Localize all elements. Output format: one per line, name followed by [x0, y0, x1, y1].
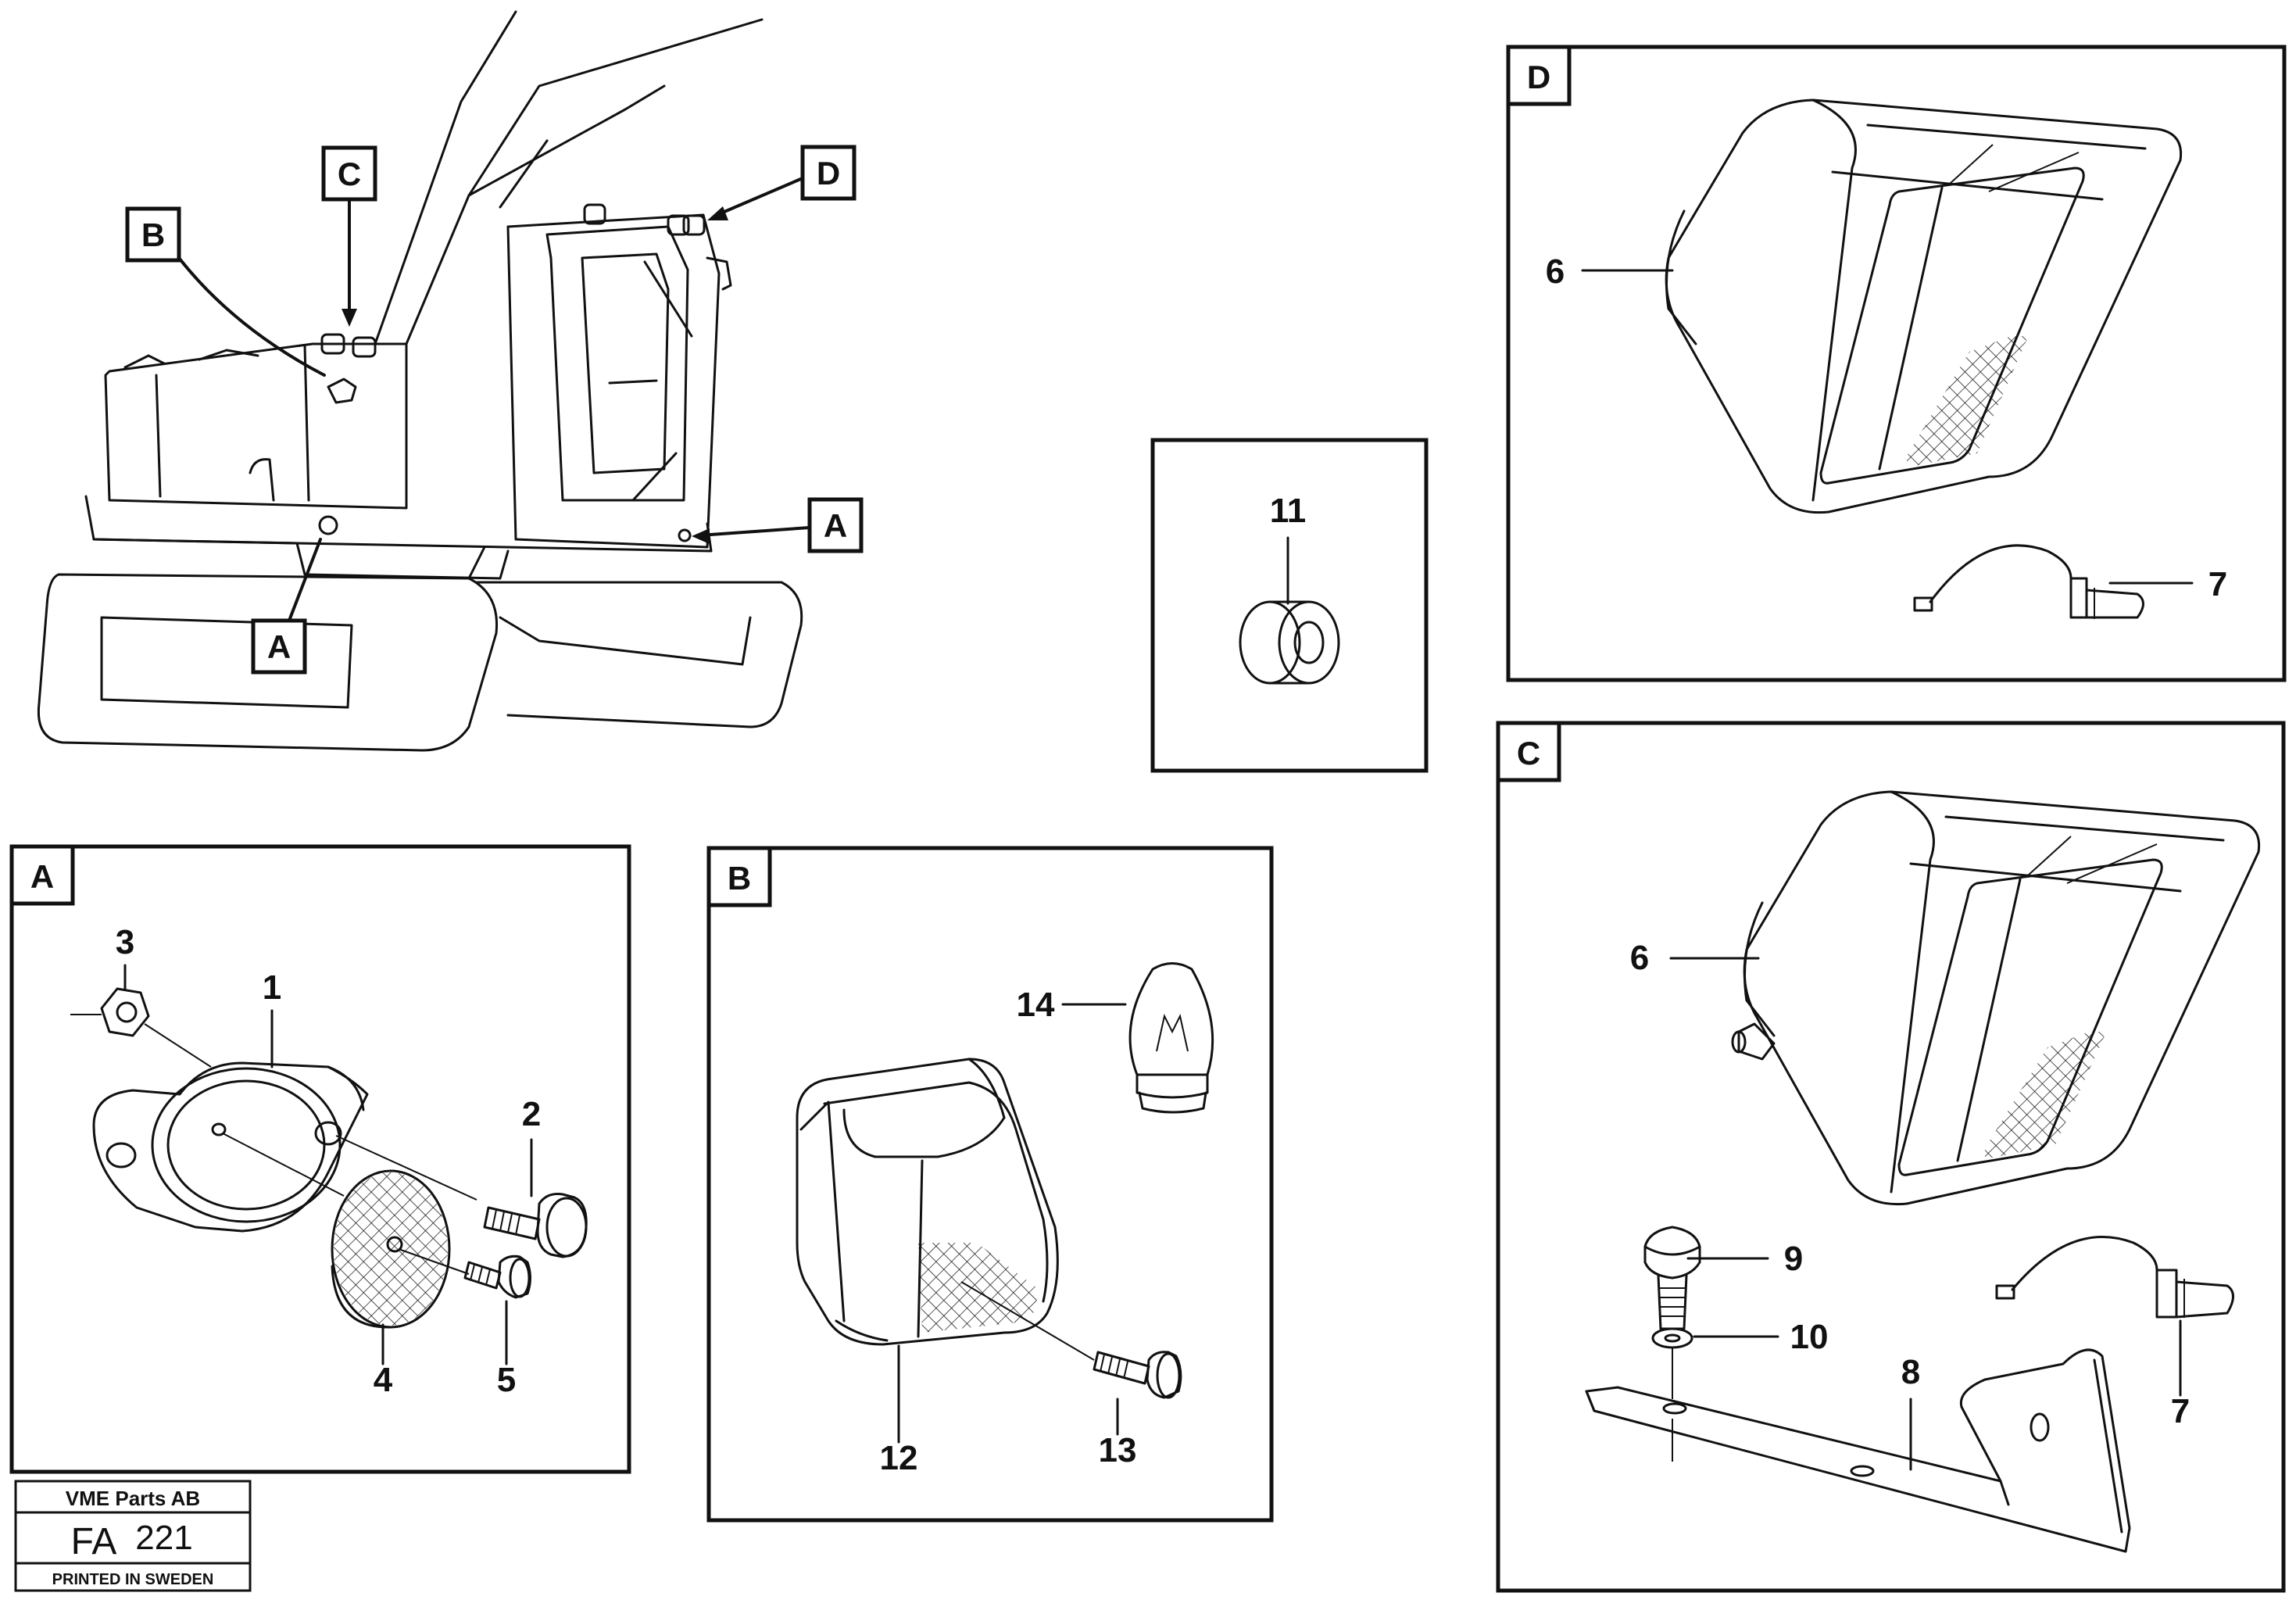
indicator-lamp-12	[796, 1058, 1059, 1346]
callout-1: 1	[263, 968, 281, 1007]
callout-6-d: 6	[1546, 252, 1565, 291]
panel-c-tag: C	[1517, 735, 1540, 771]
panel-b: B 14 12	[706, 846, 1274, 1523]
arrow-head-a-right	[692, 528, 710, 544]
overview-tag-b: B	[125, 206, 181, 263]
callout-7-d: 7	[2208, 565, 2227, 603]
vme-stamp: VME Parts AB FA 221 PRINTED IN SWEDEN	[14, 1480, 252, 1592]
overview-tag-c: C	[321, 145, 377, 202]
overview-tag-a-right-label: A	[824, 507, 847, 544]
callout-12: 12	[880, 1439, 918, 1477]
leader-b	[177, 256, 326, 377]
panel-a: A 3 1 4	[9, 844, 631, 1474]
leader-a-right	[698, 526, 811, 537]
axis-3-holder	[144, 1023, 212, 1068]
stamp-company: VME Parts AB	[66, 1487, 200, 1510]
callout-8: 8	[1901, 1353, 1920, 1391]
work-lamp-d	[1665, 98, 2183, 514]
axis-5	[398, 1248, 470, 1275]
overview-tag-a-bottom-label: A	[267, 628, 291, 665]
panel-a-tag: A	[30, 858, 54, 895]
panel-b-tag: B	[728, 860, 751, 897]
callout-10: 10	[1790, 1318, 1829, 1356]
overview-tag-d: D	[800, 145, 857, 201]
stamp-code-prefix: FA	[71, 1521, 117, 1562]
callout-7-c: 7	[2171, 1392, 2190, 1430]
screw-13	[1093, 1351, 1182, 1399]
bulb-14	[1128, 962, 1214, 1114]
bolt-9	[1643, 1226, 1701, 1330]
callout-4: 4	[374, 1361, 393, 1399]
stamp-code-number: 221	[135, 1519, 192, 1557]
excavator-overview	[37, 10, 803, 752]
callout-6-c: 6	[1630, 939, 1649, 977]
panel-11: 11	[1150, 438, 1429, 773]
panel-d-tag: D	[1527, 59, 1550, 95]
callout-9: 9	[1784, 1240, 1803, 1278]
leader-a-bottom	[288, 538, 322, 622]
arrow-head-c	[342, 309, 357, 327]
callout-13: 13	[1099, 1431, 1137, 1469]
overview-tag-a-right: A	[807, 497, 864, 553]
overview-tag-d-label: D	[817, 155, 840, 191]
panel-d: D 6	[1506, 45, 2287, 682]
axis-13	[960, 1281, 1095, 1361]
callout-11: 11	[1270, 492, 1307, 530]
callout-2: 2	[522, 1095, 541, 1133]
stamp-printed: PRINTED IN SWEDEN	[52, 1571, 214, 1588]
arrow-head-d	[707, 206, 728, 220]
washer-10	[1651, 1327, 1693, 1349]
axis-2	[335, 1135, 477, 1201]
grommet-11	[1239, 600, 1340, 685]
leader-d	[713, 177, 804, 217]
reflector-4	[331, 1169, 451, 1329]
panel-c: C 6	[1496, 721, 2286, 1593]
screw-5	[463, 1254, 531, 1299]
overview-tag-a-bottom: A	[251, 618, 307, 675]
work-lamp-c	[1731, 790, 2261, 1206]
bulb-7-c	[1995, 1236, 2234, 1319]
axis-1	[222, 1133, 345, 1197]
bracket-8	[1585, 1348, 2131, 1553]
callout-14: 14	[1017, 986, 1055, 1024]
callout-5: 5	[497, 1361, 516, 1399]
holder-1	[92, 1061, 369, 1233]
callout-3: 3	[116, 923, 134, 961]
bulb-7-d	[1913, 544, 2144, 619]
overview-tag-b-label: B	[141, 217, 165, 253]
bolt-2	[483, 1193, 588, 1258]
nut-3	[100, 987, 150, 1037]
overview-tag-c-label: C	[338, 156, 361, 192]
